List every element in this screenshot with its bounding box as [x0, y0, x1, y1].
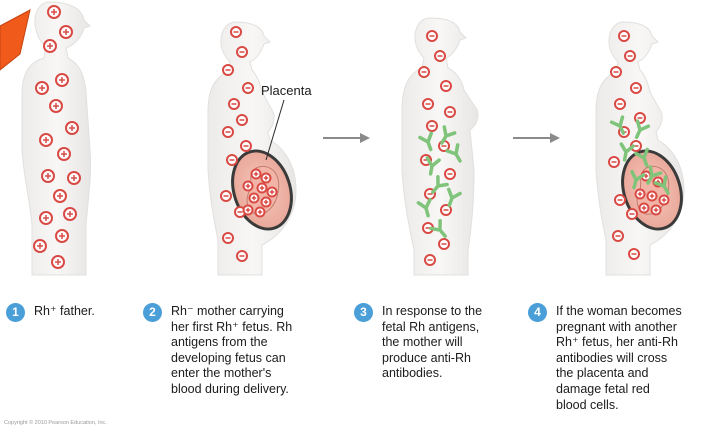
antibody — [653, 175, 670, 195]
fetus2-rh-cells — [242, 168, 278, 218]
mother3-rh-cells — [418, 30, 456, 266]
father-rh-cells — [33, 5, 81, 269]
fetus4-rh-cells — [634, 170, 670, 216]
antibody — [440, 125, 457, 145]
antibody — [418, 131, 433, 152]
antibody — [619, 142, 635, 162]
placenta-label: Placenta — [261, 83, 312, 98]
step-number-badge: 2 — [143, 303, 162, 322]
father-figure — [21, 1, 92, 276]
placenta-leader-line — [265, 99, 285, 161]
caption-text: If the woman becomes pregnant with anoth… — [556, 304, 682, 412]
antibody — [425, 156, 441, 176]
antibody — [609, 115, 626, 136]
antibody — [634, 147, 649, 168]
antibody — [445, 143, 462, 163]
caption-panel-2: 2 Rh⁻ mother carrying her first Rh⁺ fetu… — [143, 303, 339, 398]
step-number-badge: 1 — [6, 303, 25, 322]
anti-rh-antibodies-4 — [609, 115, 670, 195]
arrow-2-to-3 — [323, 133, 370, 143]
step-number-badge: 4 — [528, 303, 547, 322]
antibody — [429, 219, 447, 238]
step-number-badge: 3 — [354, 303, 373, 322]
arrow-3-to-4 — [513, 133, 560, 143]
caption-text: Rh⁺ father. — [34, 304, 95, 318]
caption-panel-1: 1 Rh⁺ father. — [6, 303, 126, 322]
copyright-notice: Copyright © 2010 Pearson Education, Inc. — [4, 420, 107, 426]
antibody — [447, 187, 462, 208]
antibody — [416, 197, 432, 218]
caption-panel-4: 4 If the woman becomes pregnant with ano… — [528, 303, 708, 413]
caption-text: In response to the fetal Rh antigens, th… — [382, 304, 483, 381]
anti-rh-antibodies-3 — [416, 125, 462, 238]
antibody — [634, 119, 651, 140]
mother-figure-2 — [207, 21, 297, 276]
antibody — [646, 165, 663, 185]
pointer-arrow — [0, 10, 30, 70]
caption-text: Rh⁻ mother carrying her first Rh⁺ fetus.… — [171, 304, 293, 396]
antibody — [630, 169, 646, 190]
mother-figure-4 — [595, 21, 685, 276]
antibody — [431, 175, 449, 194]
caption-panel-3: 3 In response to the fetal Rh antigens, … — [354, 303, 524, 382]
